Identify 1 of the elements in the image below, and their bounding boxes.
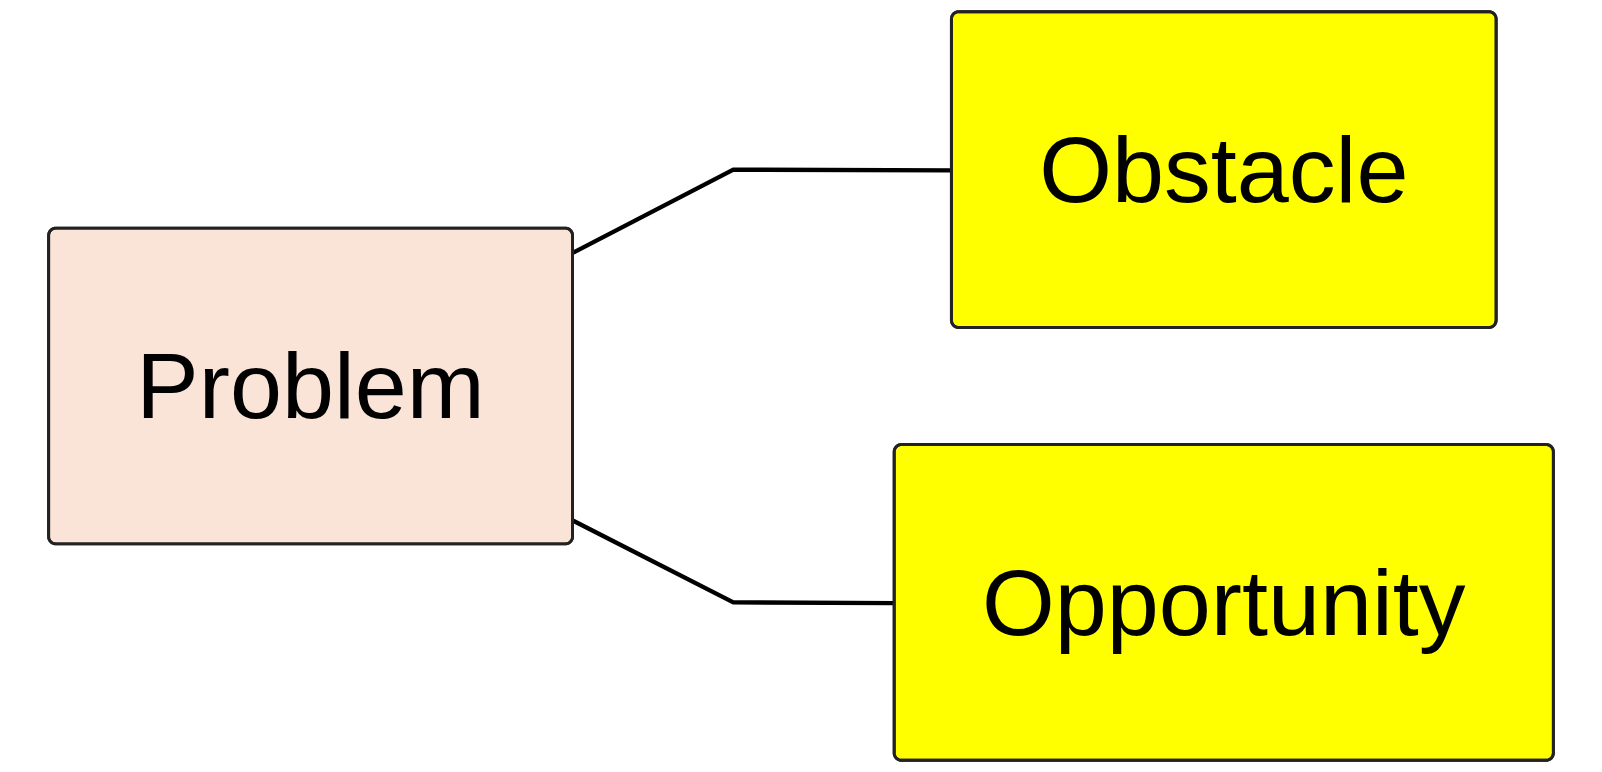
connector [572, 518, 895, 606]
